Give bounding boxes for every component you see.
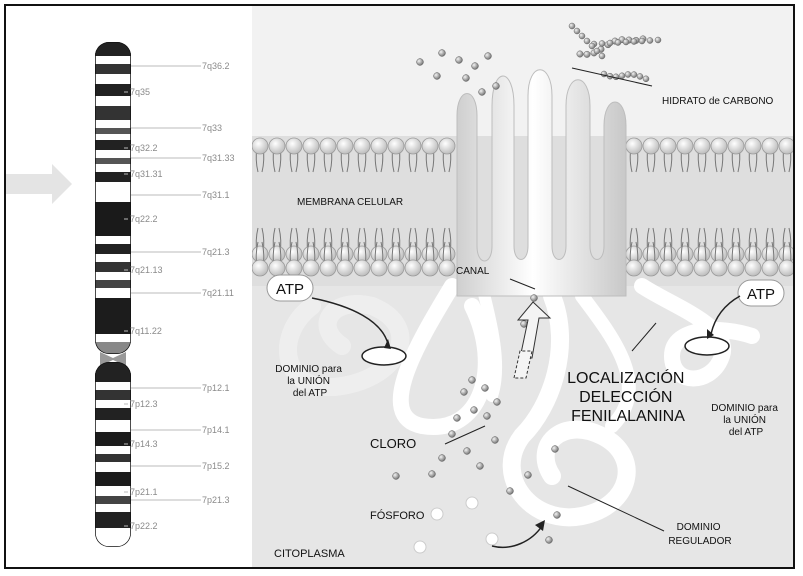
location-label: LOCALIZACIÓN DELECCIÓN FENILALANINA [567,368,689,425]
carbohydrate-label: HIDRATO de CARBONO [662,96,774,107]
phosphorus-label: FÓSFORO [370,509,425,522]
membrane-label: MEMBRANA CELULAR [297,197,403,208]
band-label: 7q22.2 [130,214,158,224]
band-label: 7q21.3 [202,247,230,257]
canal-label: CANAL [456,266,490,277]
atp-binding-site-left [362,347,406,365]
chromosome-panel: 7q36.2 7q35 7q33 7q32.2 7q31.33 7q31.31 … [6,6,252,567]
band-label: 7q32.2 [130,143,158,153]
scene-svg: ATP ATP [252,6,795,569]
atp-label-left: ATP [276,281,304,298]
chloro-label: CLORO [370,436,416,451]
band-label: 7q31.31 [130,169,163,179]
band-label: 7p14.1 [202,425,230,435]
atp-binding-site-right [685,337,729,355]
band-label: 7p21.3 [202,495,230,505]
band-label: 7q33 [202,123,222,133]
band-label: 7p12.1 [202,383,230,393]
band-label: 7q35 [130,87,150,97]
band-label: 7q21.13 [130,265,163,275]
band-label: 7q21.11 [202,288,234,298]
band-label: 7p21.1 [130,487,158,497]
atp-label-right: ATP [747,286,775,303]
band-labels: 7q36.2 7q35 7q33 7q32.2 7q31.33 7q31.31 … [124,61,235,531]
band-label: 7q31.33 [202,153,235,163]
faint-arrow-icon [6,164,72,204]
band-label: 7p22.2 [130,521,158,531]
chromosome-svg: 7q36.2 7q35 7q33 7q32.2 7q31.33 7q31.31 … [6,6,252,569]
band-label: 7p14.3 [130,439,158,449]
cytoplasm-label: CITOPLASMA [274,548,345,560]
protein-scene: ATP ATP [252,6,795,567]
band-label: 7p15.2 [202,461,230,471]
band-label: 7q36.2 [202,61,230,71]
chromosome-q-arm [95,42,131,354]
band-label: 7q11.22 [130,326,162,336]
band-label: 7p12.3 [130,399,158,409]
band-label: 7q31.1 [202,190,230,200]
chromosome-p-arm [95,362,131,547]
figure-frame: 7q36.2 7q35 7q33 7q32.2 7q31.33 7q31.31 … [4,4,795,569]
